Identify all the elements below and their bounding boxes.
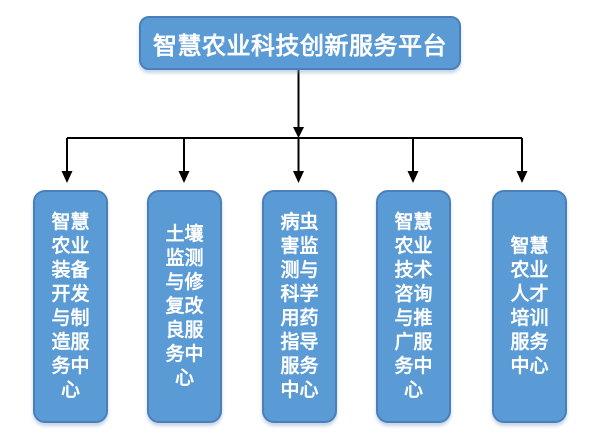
branch-node-soil: 土壤 监测 与修 复改 良服 务中 心 — [147, 190, 222, 423]
branch-node-talent: 智慧 农业 人才 培训 服务 中心 — [492, 190, 567, 423]
branch-node-consulting: 智慧 农业 技术 咨询 与推 广服 务中 心 — [376, 190, 451, 423]
arrowhead-down-icon — [178, 171, 190, 183]
arrowhead-down-icon — [407, 171, 419, 183]
branch-node-pest: 病虫 害监 测与 科学 用药 指导 服务 中心 — [262, 190, 337, 423]
root-node: 智慧农业科技创新服务平台 — [139, 16, 461, 70]
branch-node-label: 智慧 农业 装备 开发 与制 造服 务中 心 — [51, 211, 90, 401]
branch-node-label: 智慧 农业 人才 培训 服务 中心 — [510, 235, 549, 377]
arrowhead-down-icon — [516, 171, 528, 183]
arrowhead-down-icon — [293, 171, 304, 183]
root-node-label: 智慧农业科技创新服务平台 — [153, 32, 447, 60]
branch-node-label: 土壤 监测 与修 复改 良服 务中 心 — [165, 223, 204, 389]
branch-node-equipment: 智慧 农业 装备 开发 与制 造服 务中 心 — [33, 190, 108, 423]
branch-node-label: 智慧 农业 技术 咨询 与推 广服 务中 心 — [394, 211, 433, 401]
arrowhead-down-icon — [61, 171, 73, 183]
branch-node-label: 病虫 害监 测与 科学 用药 指导 服务 中心 — [280, 211, 319, 401]
arrowhead-down-icon — [293, 127, 304, 138]
